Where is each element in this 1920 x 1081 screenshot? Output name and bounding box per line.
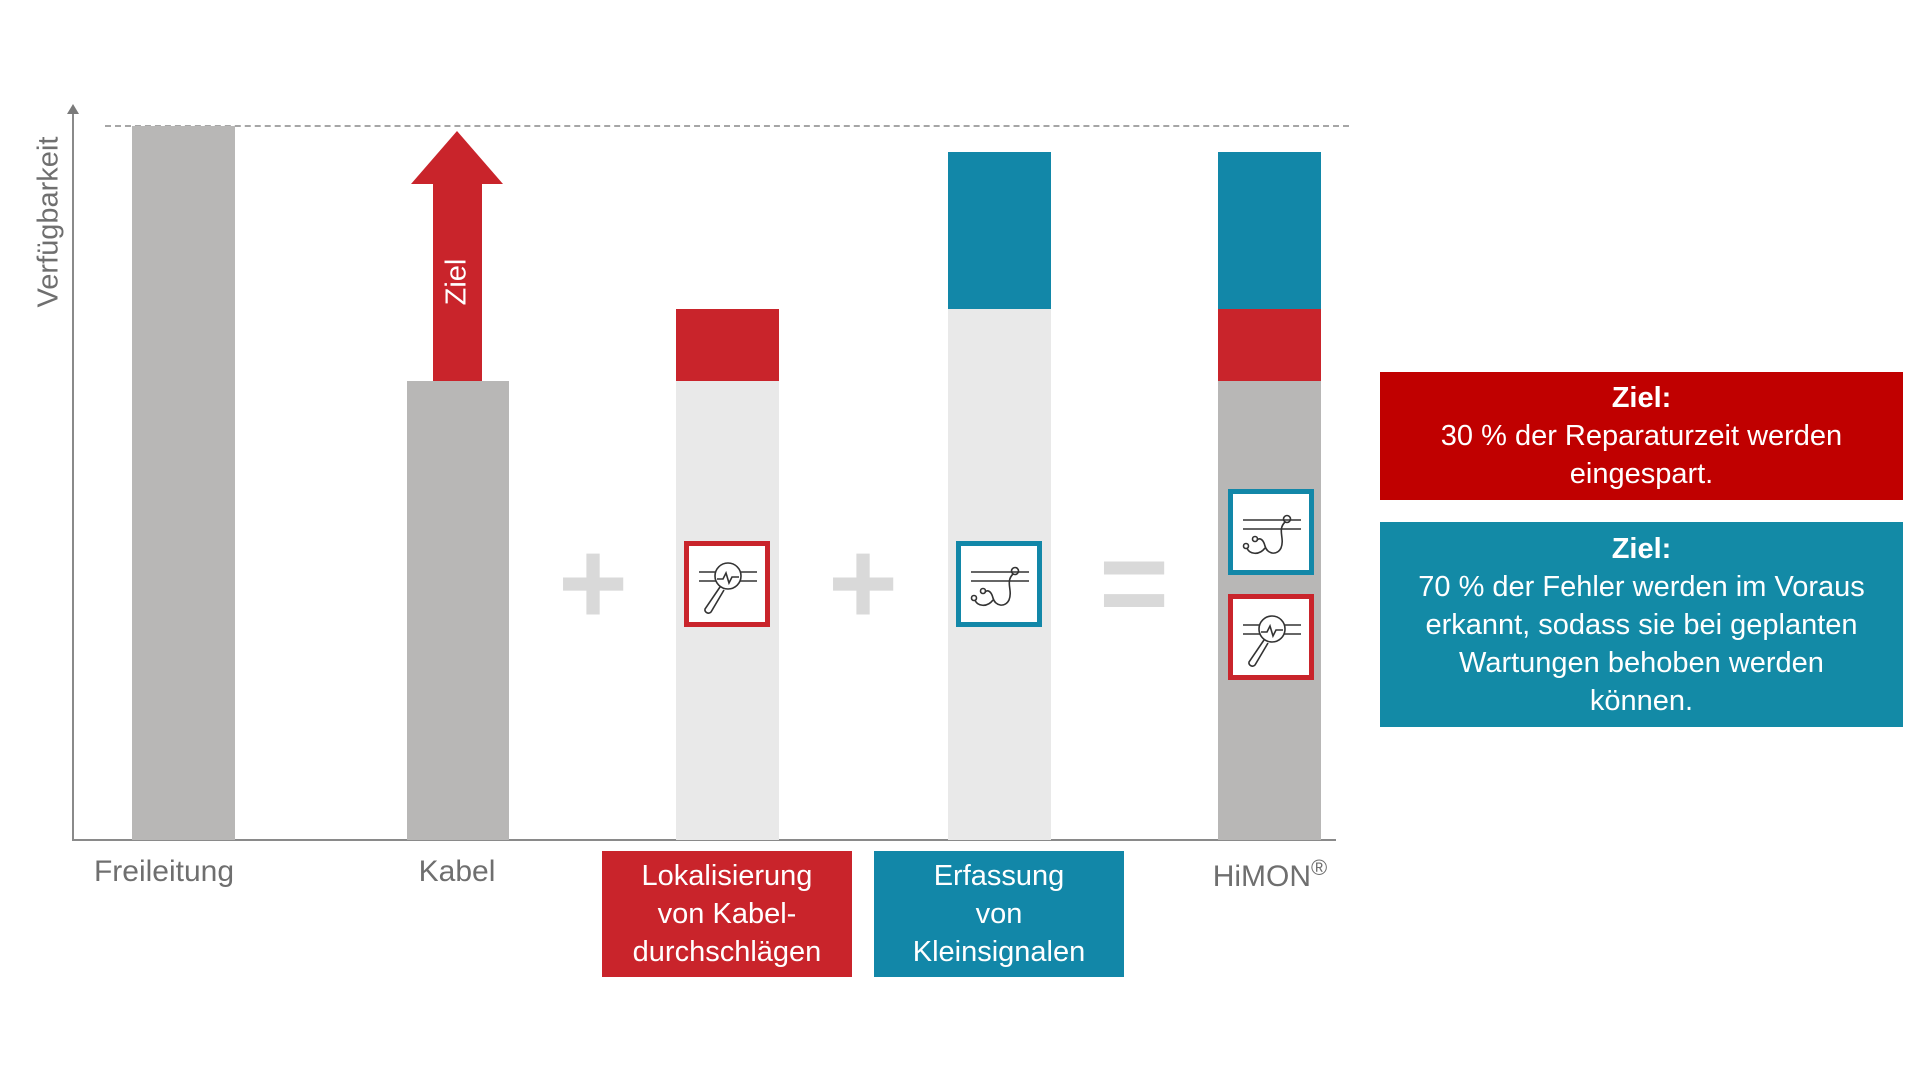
small-signal-detection-icon	[1228, 489, 1314, 575]
target-dashed-line	[105, 125, 1349, 127]
cable-fault-localization-icon	[1228, 594, 1314, 680]
small-signal-detection-icon	[956, 541, 1042, 627]
bar-lokalisierung-gain	[676, 309, 779, 381]
callout-title: Ziel:	[1611, 382, 1672, 414]
registered-mark: ®	[1311, 855, 1328, 880]
bar-himon-teal	[1218, 152, 1321, 309]
x-axis	[72, 839, 1336, 841]
callout-line: 30 % der Reparaturzeit werden	[1440, 420, 1843, 452]
ziel-arrow-head-icon	[411, 131, 503, 184]
callout-fault-detection: Ziel: 70 % der Fehler werden im Voraus e…	[1380, 522, 1903, 727]
label-line: von	[975, 898, 1023, 930]
category-label-himon: HiMON®	[1213, 855, 1328, 894]
himon-text: HiMON	[1212, 860, 1312, 893]
plus-operator: +	[827, 516, 899, 650]
callout-line: können.	[1589, 684, 1694, 717]
plus-operator: +	[557, 516, 629, 650]
category-label-kabel: Kabel	[418, 855, 496, 888]
callout-repair-time: Ziel: 30 % der Reparaturzeit werden eing…	[1380, 372, 1903, 500]
callout-line: 70 % der Fehler werden im Voraus	[1418, 570, 1865, 603]
callout-title: Ziel:	[1611, 532, 1672, 565]
ziel-arrow-shaft	[433, 183, 482, 381]
bar-himon-red	[1218, 309, 1321, 381]
category-label-lokalisierung: Lokalisierung von Kabel- durchschlägen	[602, 851, 852, 977]
bar-freileitung	[132, 126, 235, 840]
label-line: von Kabel-	[657, 898, 797, 930]
bar-kabel	[407, 381, 509, 840]
callout-line: Wartungen behoben werden	[1459, 646, 1824, 679]
callout-line: erkannt, sodass sie bei geplanten	[1425, 608, 1858, 641]
cable-fault-localization-icon	[684, 541, 770, 627]
label-line: Erfassung	[933, 860, 1065, 892]
label-line: Kleinsignalen	[912, 936, 1086, 968]
callout-line: eingespart.	[1569, 458, 1714, 490]
ziel-arrow-label: Ziel	[440, 258, 473, 306]
equals-operator: =	[1098, 516, 1170, 650]
y-axis-label: Verfügbarkeit	[32, 136, 65, 308]
label-line: Lokalisierung	[641, 860, 813, 892]
category-label-freileitung: Freileitung	[93, 855, 235, 888]
label-line: durchschlägen	[632, 936, 822, 968]
y-axis	[72, 112, 74, 841]
bar-erfassung-gain	[948, 152, 1051, 309]
category-label-erfassung: Erfassung von Kleinsignalen	[874, 851, 1124, 977]
y-axis-arrow-icon	[67, 104, 79, 114]
